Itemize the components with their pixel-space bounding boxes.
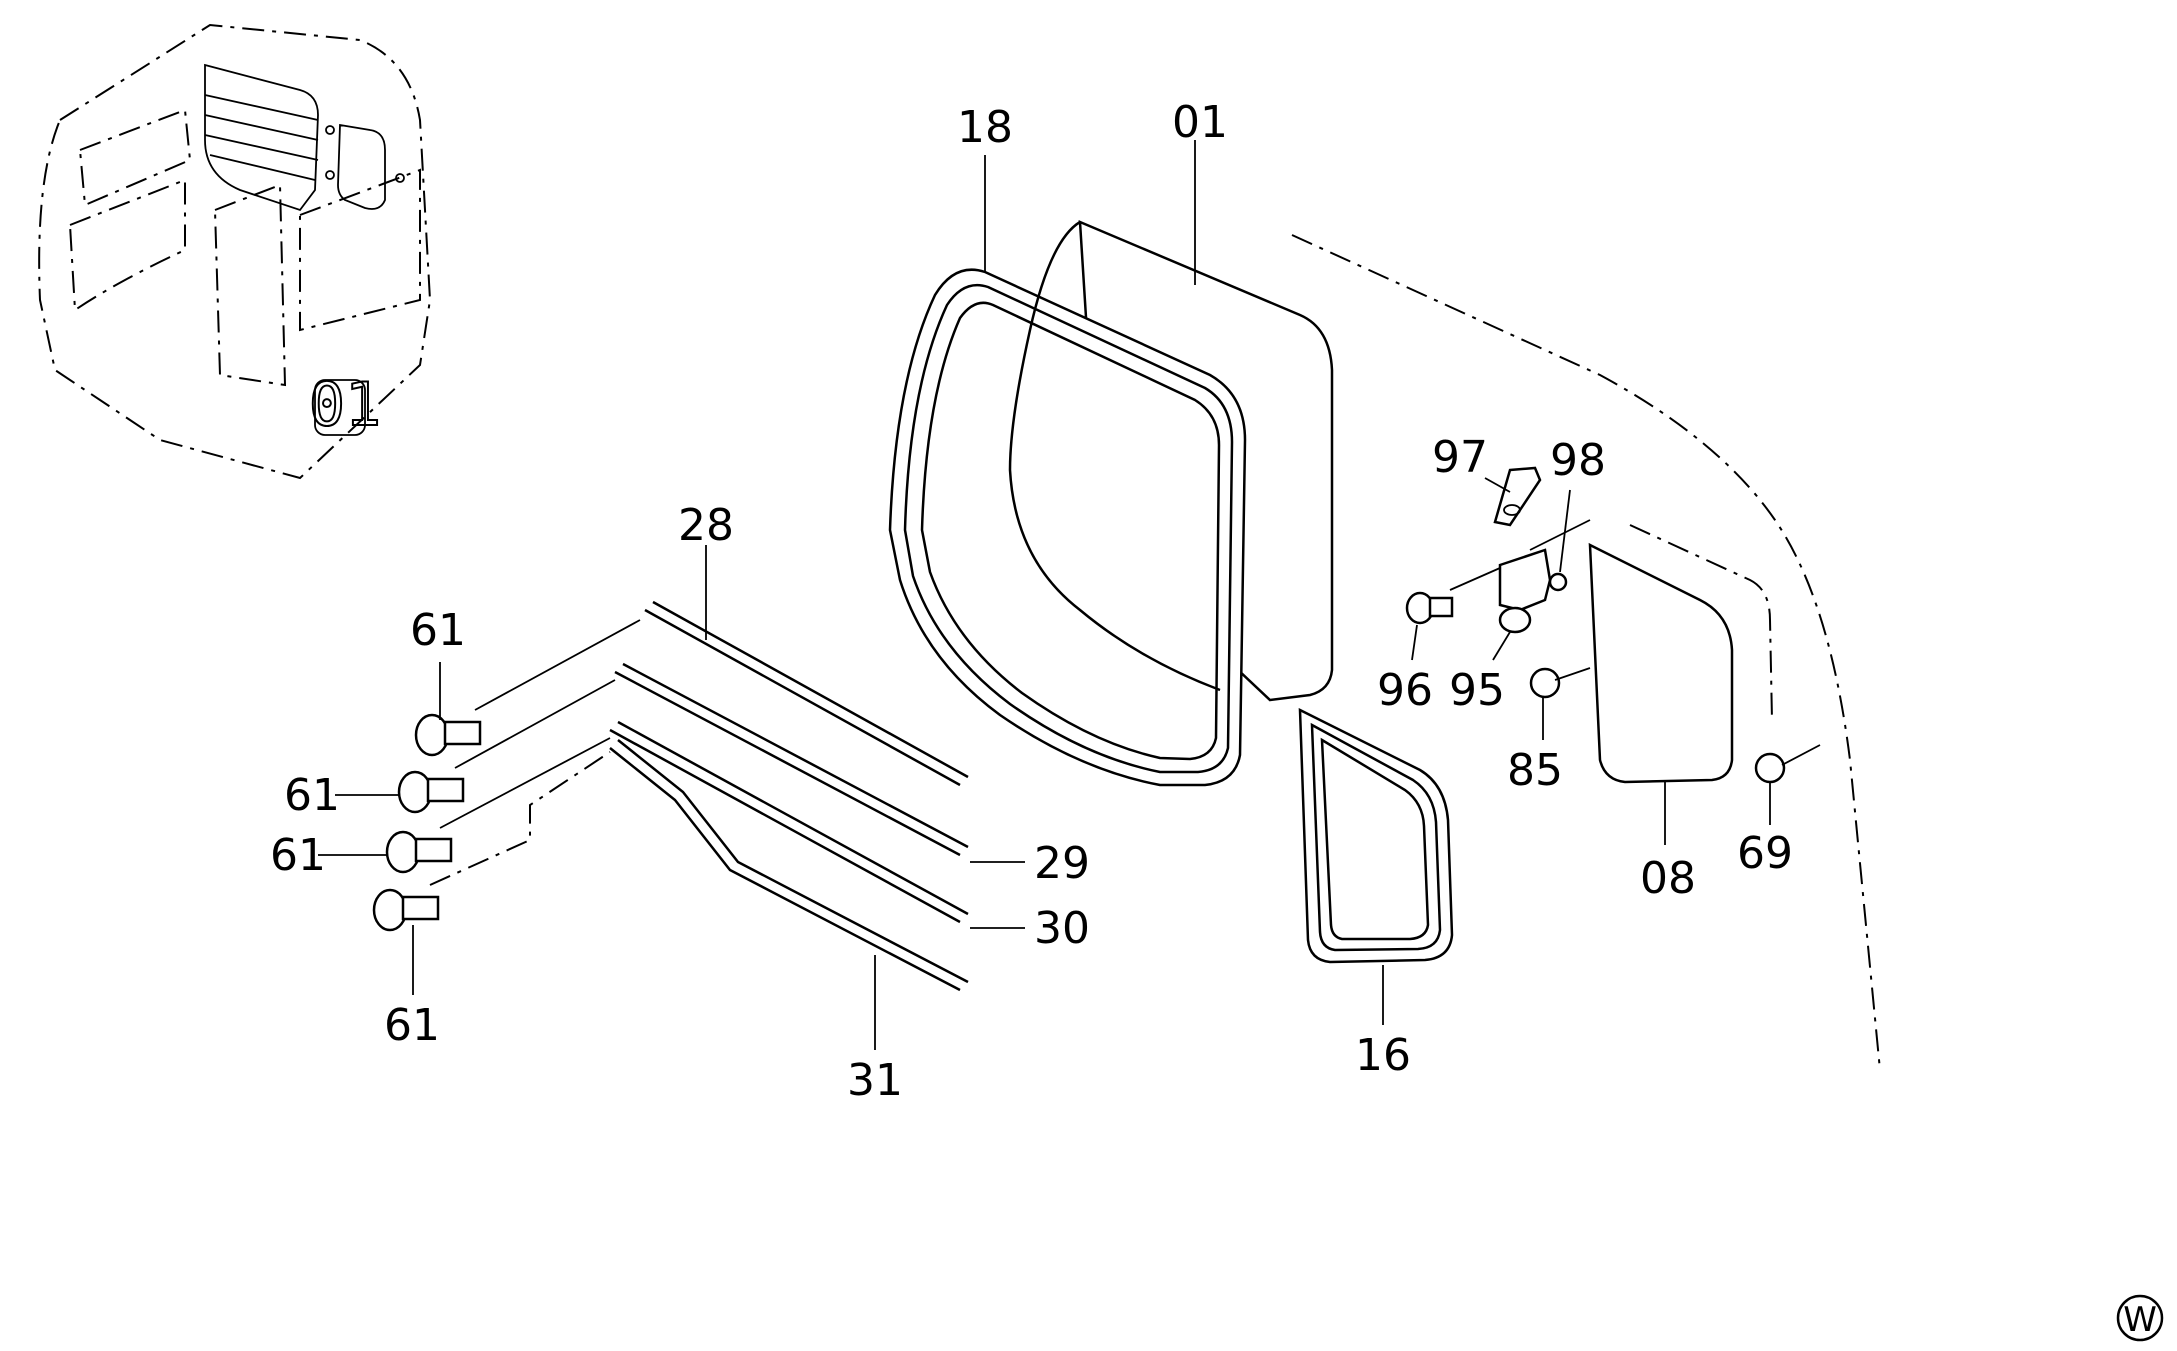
corner-mark: W (2116, 1294, 2164, 1342)
part-16-seal (1298, 707, 1454, 964)
callout-98: 98 (1550, 435, 1606, 486)
callout-28: 28 (678, 500, 734, 551)
callout-61-c: 61 (270, 830, 326, 881)
callout-61-b: 61 (284, 770, 340, 821)
bolts-61 (372, 619, 641, 932)
callout-08: 08 (1640, 853, 1696, 904)
callout-30: 30 (1034, 903, 1090, 954)
callout-61-a: 61 (410, 605, 466, 656)
cab-overview-thumbnail: 01 (38, 23, 432, 480)
callout-labels: 18 01 28 61 61 61 61 29 30 31 16 97 98 9… (270, 97, 1793, 1106)
seal-strips (609, 600, 969, 992)
leader-lines (318, 140, 1771, 1050)
callout-29: 29 (1034, 838, 1090, 889)
callout-96: 96 (1377, 665, 1433, 716)
corner-mark-letter: W (2123, 1300, 2157, 1340)
callout-16: 16 (1355, 1030, 1411, 1081)
callout-95: 95 (1449, 665, 1505, 716)
part-08-glass (1588, 542, 1734, 784)
callout-61-d: 61 (384, 1000, 440, 1051)
cab-outline-dashed (1291, 234, 1881, 1071)
callout-31: 31 (847, 1055, 903, 1106)
callout-01: 01 (1172, 97, 1228, 148)
part-18-seal (888, 220, 1247, 787)
thumbnail-part-label: 01 (309, 370, 381, 440)
latch-assembly (1405, 466, 1821, 784)
callout-85: 85 (1507, 745, 1563, 796)
callout-18: 18 (957, 102, 1013, 153)
callout-97: 97 (1432, 432, 1488, 483)
callout-69: 69 (1737, 828, 1793, 879)
